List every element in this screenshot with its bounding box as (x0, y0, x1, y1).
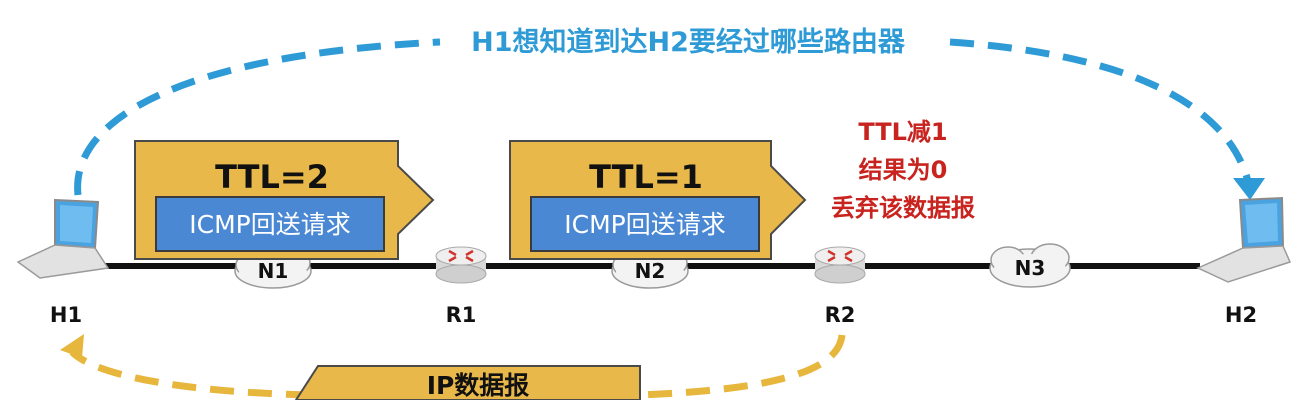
diagram-title: H1想知道到达H2要经过哪些路由器 (471, 26, 906, 58)
reply-ip-datagram-label: IP数据报 (427, 371, 530, 400)
top-arc-arrowhead (1233, 178, 1265, 200)
bottom-return-arrowhead (60, 334, 84, 358)
router-label-r1: R1 (446, 303, 477, 327)
packet-ttl2-label: TTL=2 (215, 158, 329, 196)
host-label-h2: H2 (1225, 303, 1257, 327)
packet-ttl2-payload: ICMP回送请求 (189, 210, 350, 239)
packet-ttl1: TTL=1 ICMP回送请求 (509, 140, 807, 260)
cloud-n1: N1 (234, 249, 312, 289)
packet-ttl1-payload-box (530, 196, 760, 252)
network-label-n3: N3 (1015, 256, 1046, 280)
packet-ttl1-payload: ICMP回送请求 (564, 210, 725, 239)
router-label-r2: R2 (825, 303, 856, 327)
top-dashed-arc-right (949, 38, 1254, 191)
host-label-h1: H1 (50, 303, 82, 327)
bottom-dashed-return-right (639, 334, 846, 399)
laptop-icon-h1 (16, 198, 110, 279)
packet-ttl2: TTL=2 ICMP回送请求 (134, 140, 435, 260)
top-dashed-arc-left (74, 38, 441, 196)
router-icon-r2 (814, 246, 866, 284)
note-line-2: 结果为0 (859, 156, 948, 184)
note-line-3: 丢弃该数据报 (831, 194, 975, 222)
reply-ip-datagram: IP数据报 (294, 365, 641, 400)
network-label-n1: N1 (258, 259, 289, 283)
note-line-1: TTL减1 (858, 118, 947, 146)
bottom-dashed-return-left (69, 349, 311, 399)
packet-ttl2-payload-box (155, 196, 385, 252)
router-icon-r1 (435, 246, 487, 284)
cloud-n3: N3 (989, 243, 1071, 288)
laptop-icon-h2 (1196, 196, 1292, 283)
network-label-n2: N2 (635, 259, 666, 283)
packet-ttl1-label: TTL=1 (589, 158, 703, 196)
